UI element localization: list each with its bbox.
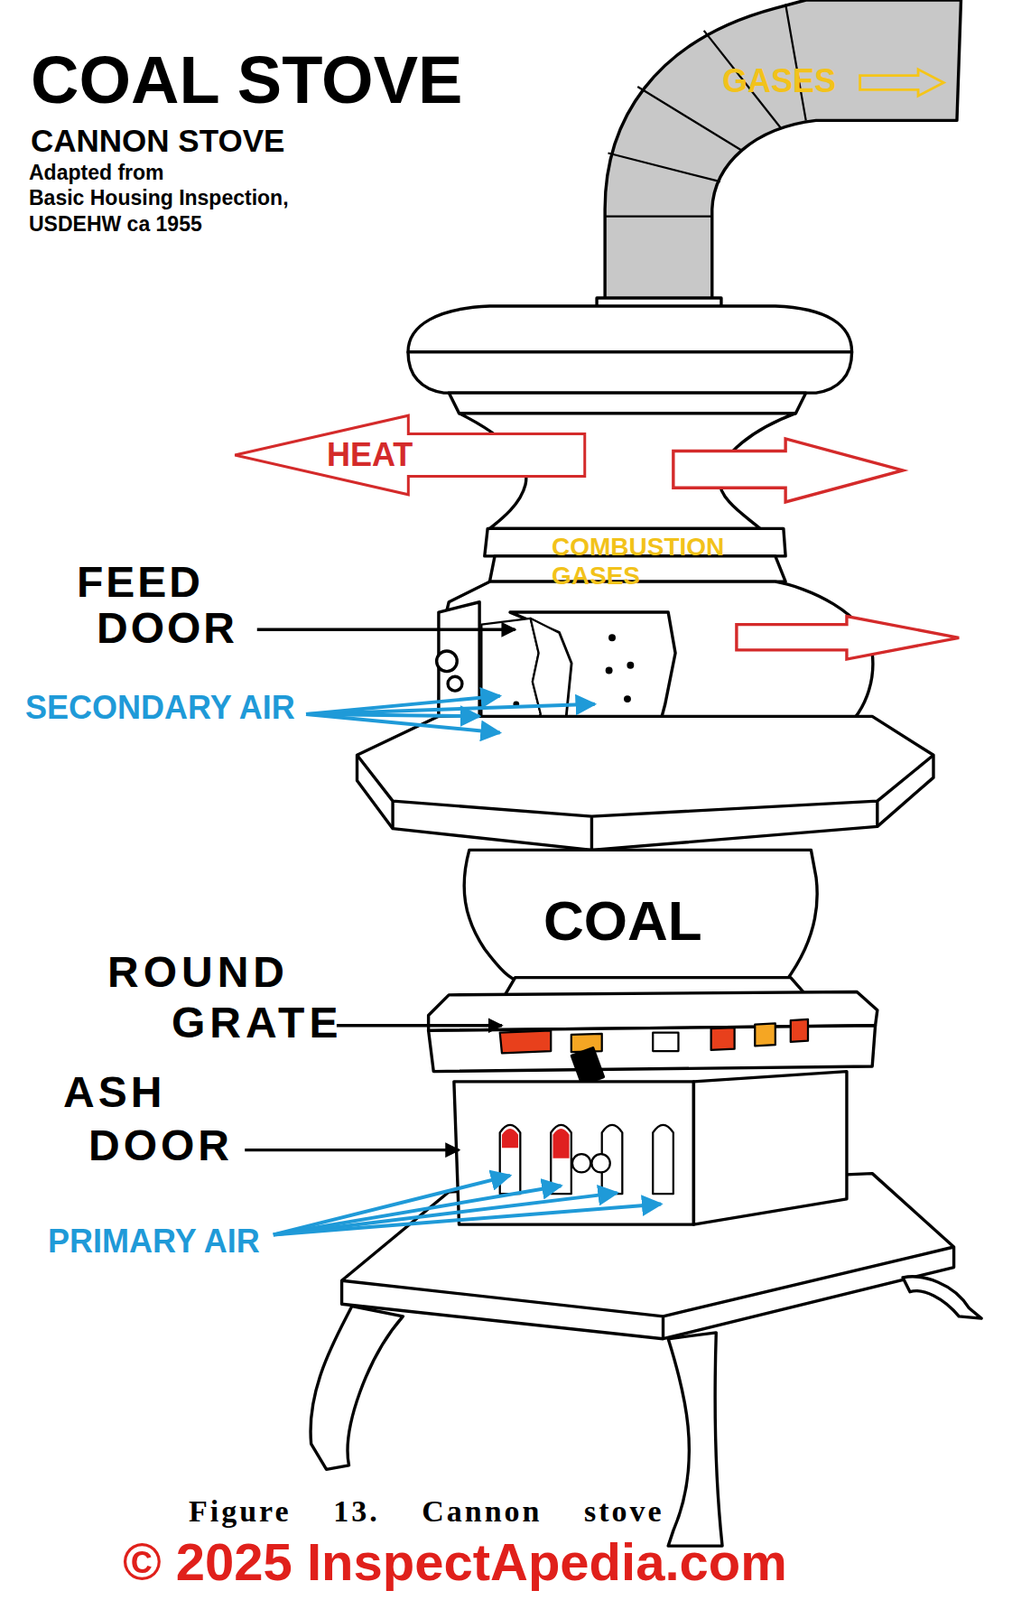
door-handle (447, 676, 463, 691)
air-hole (623, 695, 632, 703)
air-arrow (273, 1192, 618, 1235)
air-arrow (306, 714, 501, 733)
ember-glow (501, 1128, 519, 1148)
subtitle: CANNON STOVE (30, 124, 285, 157)
ash-door-knob (591, 1153, 610, 1172)
figure-caption: Figure 13. Cannon stove (188, 1495, 665, 1527)
stove-lid (408, 306, 853, 353)
arrow-shape (234, 415, 585, 495)
source-note: USDEHW ca 1955 (28, 213, 203, 235)
octagonal-plate (357, 715, 934, 850)
diagram-title: COAL STOVE (30, 46, 463, 114)
flow-label: GASES (722, 64, 836, 98)
stovepipe (604, 0, 961, 307)
leader-line (336, 1023, 502, 1027)
part-name: ASH DOOR (63, 1065, 288, 1172)
grate-opening (754, 1022, 776, 1046)
grate-opening (652, 1032, 678, 1051)
source-note: Basic Housing Inspection, (28, 187, 289, 209)
primary-air-arrows (273, 1175, 661, 1235)
air-arrow (273, 1204, 661, 1235)
heat-arrow (673, 438, 903, 502)
grate-opening (711, 1027, 735, 1050)
part-name: FEED DOOR (76, 558, 291, 651)
air-hole (605, 667, 613, 675)
secondary-air-arrows (306, 696, 595, 734)
ash-door-knob (572, 1153, 591, 1172)
part-name: ROUND GRATE (107, 947, 425, 1049)
grate-opening (790, 1019, 808, 1042)
air-hole (608, 633, 616, 641)
lid-ring (448, 392, 807, 414)
stove-leg (310, 1306, 403, 1470)
heat-arrow (736, 616, 959, 660)
heat-arrow-box: HEAT (232, 413, 587, 497)
heat-label: HEAT (326, 438, 413, 472)
plate-edges (342, 1246, 955, 1339)
door-handle (436, 650, 458, 672)
ash-pit-side (693, 1071, 847, 1226)
watermark: © 2025 InspectApedia.com (122, 1535, 788, 1588)
grate-lever (571, 1048, 604, 1085)
source-note: Adapted from (28, 162, 165, 184)
air-label: PRIMARY AIR (47, 1225, 260, 1258)
leader-line (244, 1148, 459, 1152)
air-arrow (273, 1185, 562, 1235)
lid-lip (408, 352, 853, 393)
grate-opening (500, 1030, 552, 1053)
pipe-seams (604, 4, 807, 217)
stove-leg (668, 1332, 723, 1546)
air-arrow (306, 714, 480, 716)
coal-pot (464, 849, 818, 982)
gases-arrow (860, 69, 945, 96)
flow-label: COMBUSTION GASES (551, 532, 746, 591)
ash-door-vent (500, 1124, 521, 1194)
air-arrow (306, 704, 595, 715)
leader-line (257, 628, 516, 632)
air-hole (626, 661, 634, 669)
ash-door-vent (550, 1124, 572, 1194)
ash-door-vent (652, 1124, 674, 1194)
plate-edges (357, 754, 934, 850)
stove-drawing (310, 0, 982, 1546)
part-name: COAL (543, 892, 703, 949)
air-label: SECONDARY AIR (25, 691, 296, 725)
stove-leg (902, 1276, 982, 1319)
ember-glow (552, 1128, 569, 1159)
